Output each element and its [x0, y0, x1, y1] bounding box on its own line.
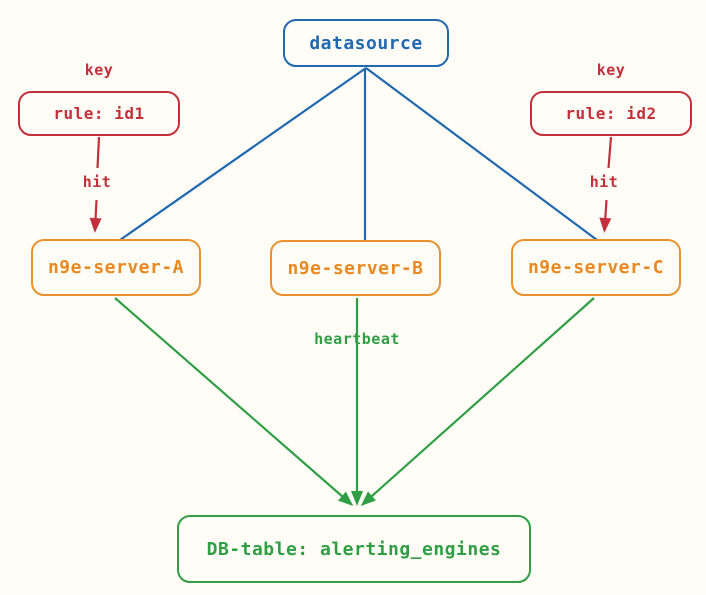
node-rule-id2: rule: id2 [530, 91, 692, 136]
edge-hit-to-server-a [89, 199, 102, 233]
node-n9e-server-a: n9e-server-A [31, 239, 201, 296]
node-db-table-alerting-engines: DB-table: alerting_engines [177, 515, 531, 583]
node-n9e-server-b-label: n9e-server-B [287, 257, 424, 279]
node-rule-id1: rule: id1 [18, 91, 180, 136]
node-n9e-server-a-label: n9e-server-A [47, 257, 185, 278]
edge-datasource-to-server-a [119, 67, 367, 241]
edge-rule2-to-hit-segment [607, 136, 613, 169]
node-rule-id2-label: rule: id2 [565, 104, 657, 123]
edge-rule1-to-hit-segment [96, 136, 101, 169]
edge-label-key-left: key [84, 61, 114, 79]
edge-datasource-to-server-c [365, 67, 598, 241]
node-n9e-server-c: n9e-server-C [511, 239, 681, 296]
edge-server-a-to-db [114, 297, 354, 506]
edge-label-hit-left: hit [82, 173, 112, 191]
node-datasource-label: datasource [309, 32, 423, 54]
edge-label-heartbeat: heartbeat [314, 330, 400, 348]
node-n9e-server-c-label: n9e-server-C [527, 257, 665, 278]
edge-label-hit-right: hit [589, 173, 619, 191]
node-db-table-label: DB-table: alerting_engines [206, 538, 502, 560]
node-n9e-server-b: n9e-server-B [270, 240, 441, 296]
edge-server-c-to-db [360, 297, 595, 506]
edge-hit-to-server-c [599, 199, 612, 233]
node-datasource: datasource [283, 19, 449, 67]
edge-label-key-right: key [596, 61, 626, 79]
node-rule-id1-label: rule: id1 [53, 104, 145, 123]
